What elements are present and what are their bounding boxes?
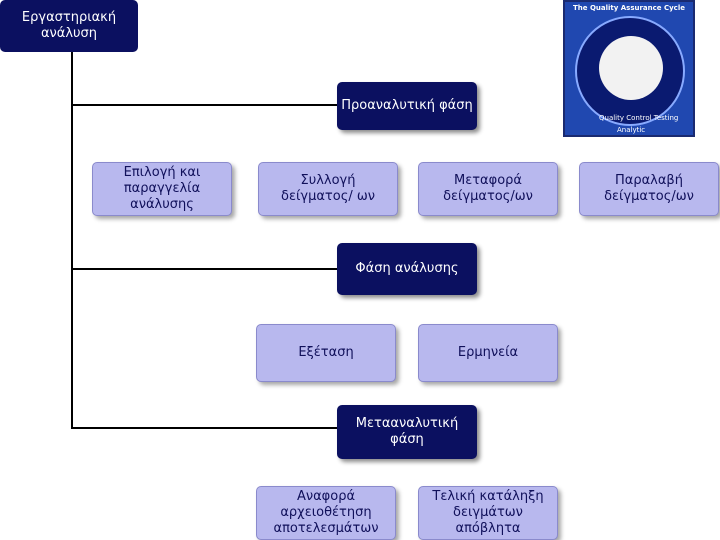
sample-collection-node: Συλλογή δείγματος/ ων <box>258 162 398 216</box>
inset-title: The Quality Assurance Cycle <box>573 4 685 12</box>
branch-post-line <box>71 427 338 429</box>
branch-analytical-line <box>71 268 338 270</box>
quality-cycle-inset: The Quality Assurance Cycle Quality Cont… <box>563 0 695 137</box>
sample-transport-node: Μεταφορά δείγματος/ων <box>418 162 558 216</box>
test-order-node: Επιλογή και παραγγελία ανάλυσης <box>92 162 232 216</box>
pre-analytical-node: Προαναλυτική φάση <box>337 82 477 130</box>
reporting-node: Αναφορά αρχειοθέτηση αποτελεσμάτων <box>256 486 396 540</box>
branch-pre-line <box>71 104 338 106</box>
inset-center-label: Quality Control Testing <box>599 114 679 122</box>
cycle-core <box>599 36 663 100</box>
analytical-node: Φάση ανάλυσης <box>337 243 477 295</box>
examination-node: Εξέταση <box>256 324 396 382</box>
post-analytical-node: Μετααναλυτική φάση <box>337 405 477 459</box>
sample-receipt-node: Παραλαβή δείγματος/ων <box>579 162 719 216</box>
disposal-node: Τελική κατάληξη δειγμάτων απόβλητα <box>418 486 558 540</box>
inset-outer-label: Analytic <box>617 126 646 134</box>
interpretation-node: Ερμηνεία <box>418 324 558 382</box>
root-node: Εργαστηριακή ανάλυση <box>0 0 138 52</box>
trunk-line <box>71 50 73 428</box>
